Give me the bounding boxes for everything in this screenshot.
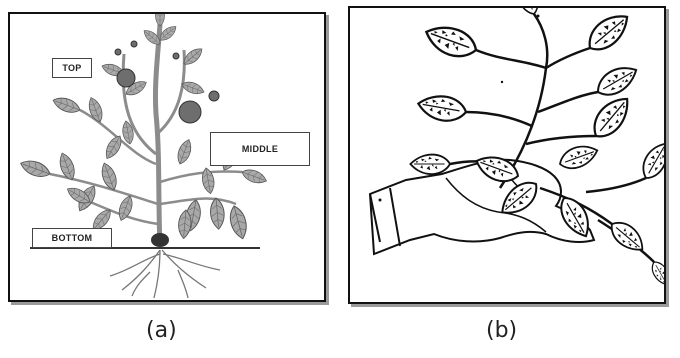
panel-b-hand-holding-leaves — [348, 6, 666, 304]
label-top: TOP — [52, 58, 92, 78]
caption-b: (b) — [486, 318, 517, 343]
hand-with-infested-leaves-illustration — [350, 8, 664, 302]
label-bottom: BOTTOM — [32, 228, 112, 248]
panel-a-plant-diagram: TOP MIDDLE BOTTOM — [8, 12, 326, 302]
label-middle: MIDDLE — [210, 132, 310, 166]
caption-a: (a) — [146, 318, 177, 343]
